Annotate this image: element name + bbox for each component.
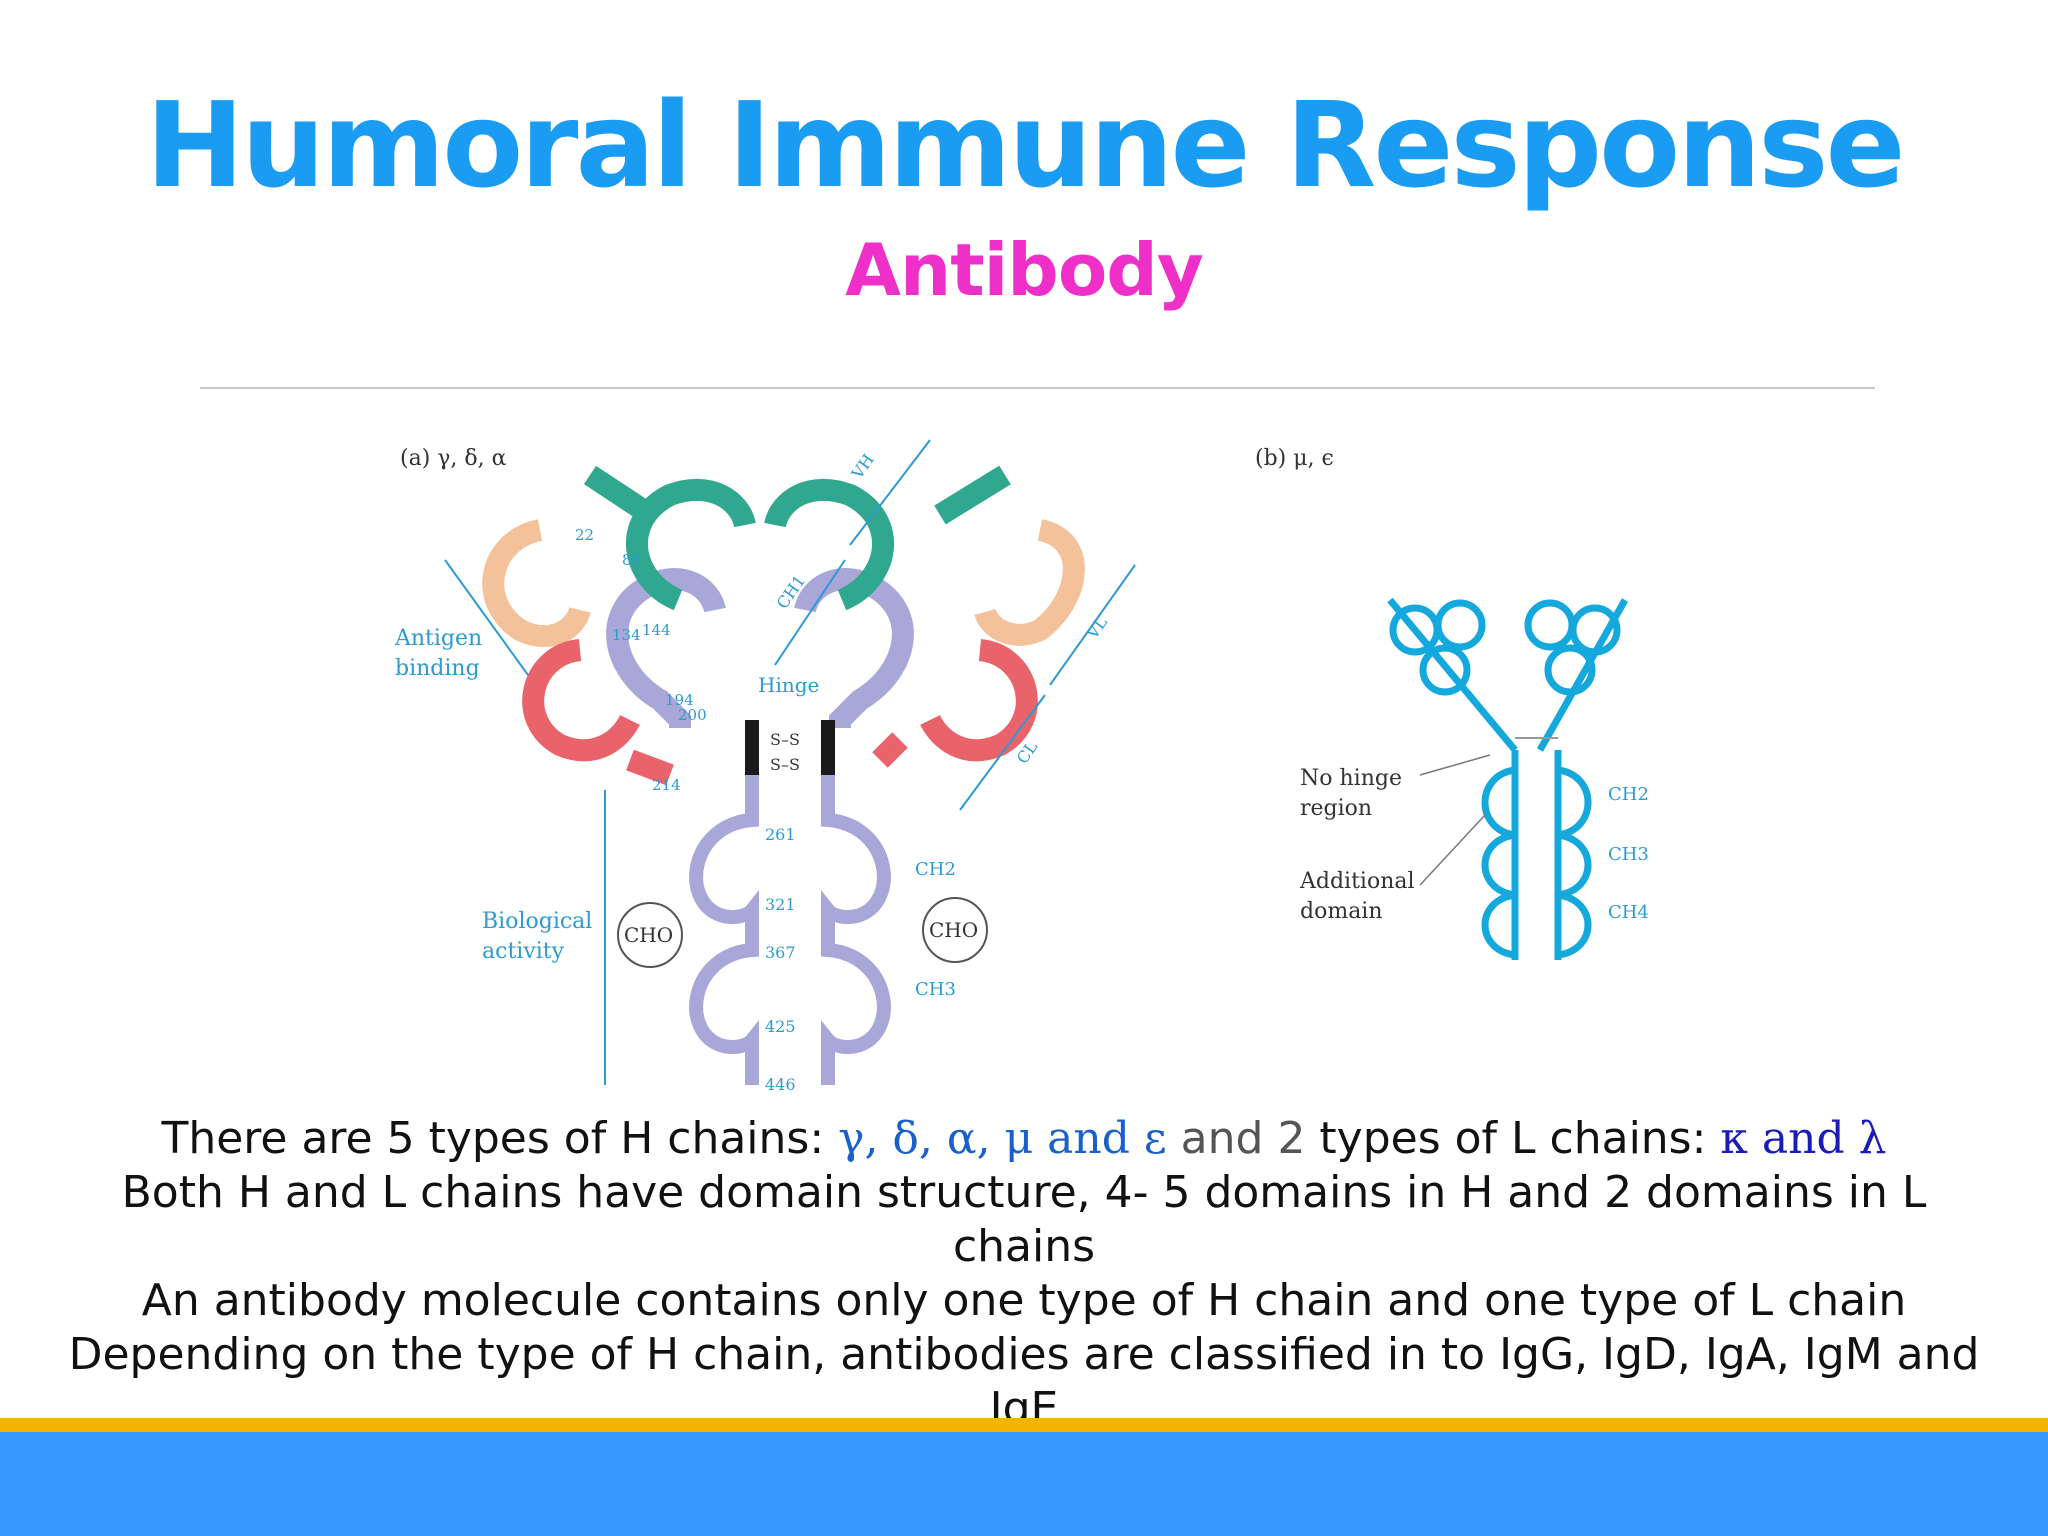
panel-b-ch3-left xyxy=(1481,831,1516,899)
cho-right-label: CHO xyxy=(929,918,978,942)
residue-261: 261 xyxy=(765,825,796,844)
slide-title: Humoral Immune Response xyxy=(145,76,1905,214)
panel-a: (a) γ, δ, α Hinge S–S S–S 22 88 134 144 … xyxy=(394,439,1136,1094)
antigen-binding-arrow xyxy=(444,559,529,676)
vl-left xyxy=(482,519,591,648)
vl-arrow xyxy=(1049,564,1136,686)
no-hinge-leader xyxy=(1419,754,1491,776)
residue-88: 88 xyxy=(622,551,641,569)
additional-domain-label-2: domain xyxy=(1300,899,1383,924)
cl-right xyxy=(920,639,1038,762)
antibody-structure-figure: (a) γ, δ, α Hinge S–S S–S 22 88 134 144 … xyxy=(394,439,1649,1094)
residue-214: 214 xyxy=(652,776,681,794)
domain-ch3-label: CH3 xyxy=(915,979,956,1000)
hinge-label: Hinge xyxy=(758,673,819,697)
residue-367: 367 xyxy=(765,943,796,962)
panel-b-vh-left xyxy=(1434,599,1486,651)
residue-446: 446 xyxy=(765,1075,796,1094)
panel-b-vh-right xyxy=(1524,599,1576,651)
panel-b: (b) μ, ϵ CH2 CH3 CH4 No hinge region Add… xyxy=(1255,446,1649,960)
panel-a-label: (a) γ, δ, α xyxy=(400,446,507,471)
residue-22: 22 xyxy=(575,526,594,544)
panel-b-cl-right xyxy=(1544,644,1596,696)
antigen-binding-label-2: binding xyxy=(395,656,480,681)
stem-right xyxy=(821,775,891,1085)
panel-b-ch2-left xyxy=(1481,766,1516,839)
panel-b-arm-right xyxy=(1536,598,1629,752)
footer-band xyxy=(0,1432,2048,1536)
vl-right xyxy=(974,519,1085,646)
cho-left-label: CHO xyxy=(624,923,673,947)
panel-b-cl-left xyxy=(1419,644,1471,696)
cl-left-tail xyxy=(626,749,674,786)
vh-right xyxy=(764,478,895,611)
panel-b-arm-left xyxy=(1387,597,1518,753)
panel-b-ch4-right xyxy=(1557,891,1592,959)
cl-arrow xyxy=(959,694,1046,811)
cl-right-tail xyxy=(872,732,908,768)
body-line-1: There are 5 types of H chains: γ, δ, α, … xyxy=(161,1113,1887,1164)
panel-b-ch3-right xyxy=(1557,831,1592,899)
footer-accent-band xyxy=(0,1418,2048,1432)
biological-activity-label-2: activity xyxy=(482,939,565,964)
residue-321: 321 xyxy=(765,895,796,914)
ch1-arrow xyxy=(774,559,846,666)
domain-ch2-label: CH2 xyxy=(915,859,956,880)
biological-activity-label-1: Biological xyxy=(482,909,592,934)
panel-b-ch4-left xyxy=(1481,891,1516,959)
no-hinge-label-1: No hinge xyxy=(1300,766,1402,791)
epsilon-symbol: ε xyxy=(1143,1113,1167,1164)
panel-b-ch3-label: CH3 xyxy=(1608,844,1649,865)
panel-b-ch4-label: CH4 xyxy=(1608,902,1649,923)
cho-left-circle xyxy=(617,902,683,968)
vh-left xyxy=(625,478,756,611)
cl-left xyxy=(522,639,640,762)
body-line-4: Depending on the type of H chain, antibo… xyxy=(68,1329,1980,1434)
vh-right-tail xyxy=(934,465,1011,525)
heavy-chain-right-ch1 xyxy=(794,568,914,728)
stem-left xyxy=(689,775,759,1085)
body-text: There are 5 types of H chains: γ, δ, α, … xyxy=(50,1112,1998,1436)
hinge-disulfide-1: S–S xyxy=(770,730,800,749)
residue-134: 134 xyxy=(612,626,641,644)
cho-right-circle xyxy=(922,897,988,963)
residue-194: 194 xyxy=(665,691,694,709)
vh-left-tail xyxy=(583,465,647,518)
body-line-3: An antibody molecule contains only one t… xyxy=(141,1275,1907,1326)
body-line-2: Both H and L chains have domain structur… xyxy=(121,1167,1927,1272)
vh-arrow xyxy=(849,439,931,546)
antigen-binding-label-1: Antigen xyxy=(394,626,482,651)
no-hinge-label-2: region xyxy=(1300,796,1372,821)
slide-subtitle: Antibody xyxy=(845,228,1204,312)
lambda-symbol: λ xyxy=(1858,1113,1887,1164)
heavy-chain-greek: γ, δ, α, μ xyxy=(838,1113,1034,1164)
residue-200: 200 xyxy=(678,706,707,724)
kappa-symbol: κ xyxy=(1720,1113,1748,1164)
panel-b-ch2-right xyxy=(1557,766,1592,839)
additional-domain-label-1: Additional xyxy=(1299,869,1415,894)
residue-425: 425 xyxy=(765,1017,796,1036)
hinge-disulfide-2: S–S xyxy=(770,755,800,774)
panel-b-label: (b) μ, ϵ xyxy=(1255,446,1334,471)
domain-vh-label: VH xyxy=(847,450,878,483)
additional-domain-leader xyxy=(1419,814,1486,886)
residue-144: 144 xyxy=(642,621,671,639)
divider xyxy=(200,387,1875,389)
heavy-chain-left-ch1 xyxy=(606,568,726,728)
panel-b-ch2-label: CH2 xyxy=(1608,784,1649,805)
